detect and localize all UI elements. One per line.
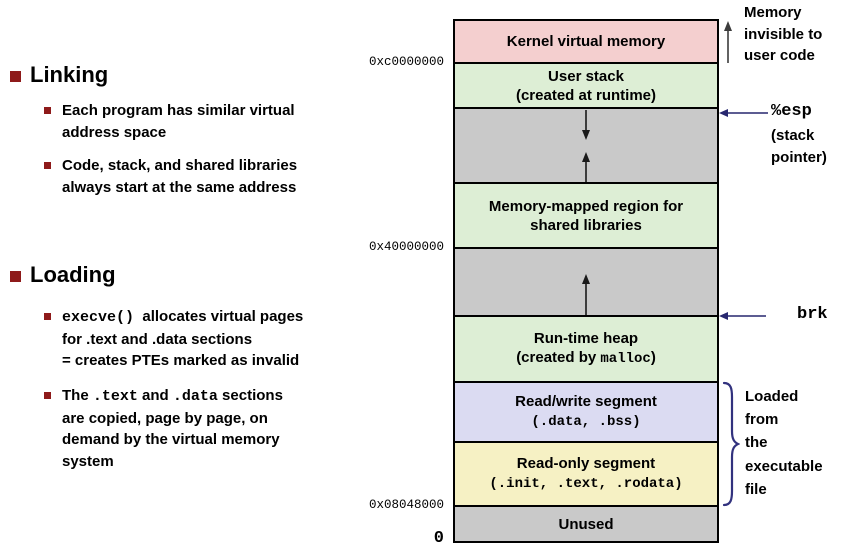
address-label-kernel: 0xc0000000: [368, 55, 444, 69]
stack-grow-down-arrow-icon: [582, 110, 590, 140]
address-label-text-start: 0x08048000: [368, 498, 444, 512]
linking-bullet-1: Each program has similar virtual address…: [44, 100, 407, 143]
linking-heading: Linking: [10, 62, 108, 88]
loading-heading-label: Loading: [30, 262, 116, 287]
segment-label: Kernel virtual memory: [506, 33, 666, 50]
memory-invisible-label: Memory invisible to user code: [744, 4, 823, 64]
square-subbullet-icon: [44, 392, 51, 399]
esp-arrow-icon: [719, 109, 768, 117]
loaded-from-executable-label: Loaded from the executable file: [745, 388, 823, 498]
linking-bullet-2: Code, stack, and shared libraries always…: [44, 155, 407, 198]
segment-user-stack: User stack (created at runtime): [455, 64, 717, 109]
heap-grow-up-arrow-icon: [582, 274, 590, 315]
bullet-text: Code, stack, and shared libraries always…: [62, 157, 298, 196]
square-bullet-icon: [10, 270, 21, 282]
loaded-brace-icon: [722, 381, 740, 507]
loading-bullet-2: The .text and .data sections are copied,…: [44, 385, 407, 472]
segment-label: Run-time heap (created by malloc): [516, 330, 656, 367]
square-subbullet-icon: [44, 162, 51, 169]
segment-label: Unused: [558, 515, 614, 533]
linking-heading-label: Linking: [30, 62, 109, 87]
segment-stack-growth-gap: [455, 109, 717, 184]
segment-kernel-virtual-memory: Kernel virtual memory: [455, 21, 717, 64]
square-subbullet-icon: [44, 107, 51, 114]
segment-heap-growth-gap: [455, 249, 717, 317]
esp-label: %esp: [771, 102, 812, 121]
segment-label: User stack (created at runtime): [515, 67, 657, 104]
square-subbullet-icon: [44, 313, 51, 320]
brk-arrow-icon: [719, 312, 766, 320]
bullet-text: Each program has similar virtual address…: [62, 102, 295, 141]
stack-pointer-label: (stack pointer): [771, 127, 827, 166]
segment-label: Memory-mapped region for shared librarie…: [488, 197, 684, 234]
bullet-text: execve() allocates virtual pages for .te…: [62, 308, 304, 369]
bullet-text: The .text and .data sections are copied,…: [62, 387, 283, 470]
brk-label: brk: [797, 305, 828, 324]
address-label-memmap: 0x40000000: [368, 240, 444, 254]
segment-runtime-heap: Run-time heap (created by malloc): [455, 317, 717, 383]
address-label-zero: 0: [433, 529, 444, 548]
segment-unused: Unused: [455, 507, 717, 541]
segment-memory-mapped-region: Memory-mapped region for shared librarie…: [455, 184, 717, 249]
loading-heading: Loading: [10, 262, 116, 288]
segment-label: Read-only segment (.init, .text, .rodata…: [489, 455, 683, 492]
stack-grow-up-arrow-icon: [582, 152, 590, 182]
square-bullet-icon: [10, 70, 21, 82]
segment-read-only: Read-only segment (.init, .text, .rodata…: [455, 443, 717, 507]
segment-label: Read/write segment (.data, .bss): [515, 393, 657, 430]
memory-map-diagram: Kernel virtual memory User stack (create…: [453, 19, 719, 543]
kernel-up-arrow-icon: [724, 21, 732, 63]
segment-read-write: Read/write segment (.data, .bss): [455, 383, 717, 443]
loading-bullet-1: execve() allocates virtual pages for .te…: [44, 306, 407, 372]
